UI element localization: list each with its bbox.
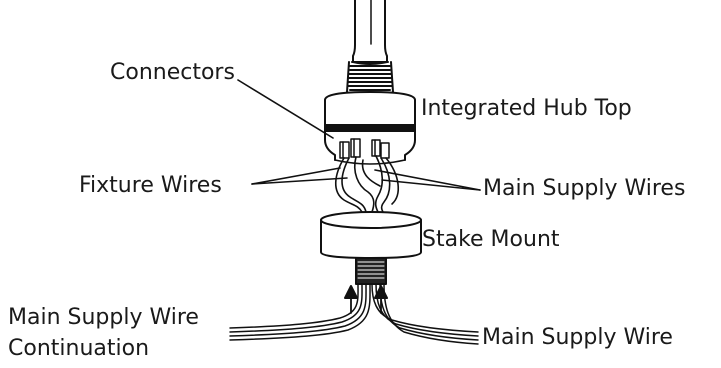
main-supply-wire-runs: [229, 283, 479, 345]
stake-mount: [320, 211, 422, 259]
leader-fixture-wires-2: [251, 177, 348, 185]
leader-main-supply-wires-1: [374, 169, 481, 191]
wire-loops: [334, 155, 399, 213]
leader-connectors: [237, 79, 334, 139]
integrated-hub-top: [324, 91, 416, 165]
leader-lines: [237, 79, 481, 191]
label-main-supply-wire: Main Supply Wire: [482, 325, 673, 350]
label-main-supply-wires: Main Supply Wires: [483, 176, 686, 201]
connectors: [339, 138, 390, 159]
leader-main-supply-wires-2: [381, 179, 481, 191]
threaded-nipple: [355, 257, 387, 285]
label-integrated-hub-top: Integrated Hub Top: [421, 96, 632, 121]
fixture-stem: [346, 0, 394, 93]
label-main-supply-wire-continuation-line2: Continuation: [8, 336, 150, 361]
leader-fixture-wires-1: [251, 167, 341, 185]
label-connectors: Connectors: [110, 60, 235, 85]
label-stake-mount: Stake Mount: [422, 227, 560, 252]
label-fixture-wires: Fixture Wires: [79, 173, 222, 198]
label-main-supply-wire-continuation-line1: Main Supply Wire: [8, 305, 199, 330]
